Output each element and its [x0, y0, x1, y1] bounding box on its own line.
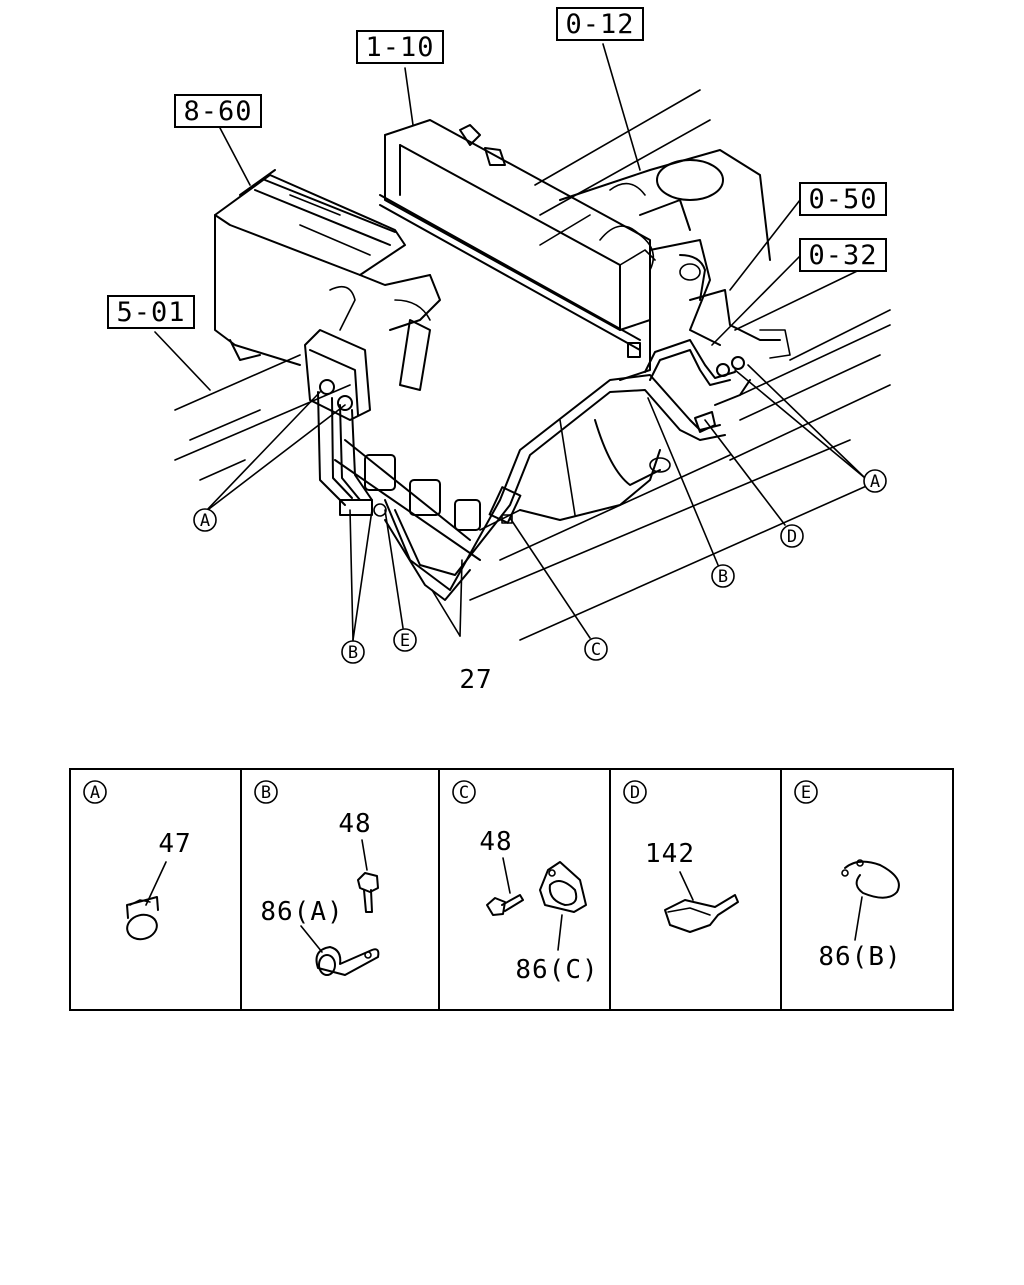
svg-text:5-01: 5-01 — [116, 297, 185, 328]
ref-box-0-50: 0-50 — [799, 182, 887, 216]
part-label-86a: 86(A) — [260, 897, 343, 927]
svg-text:C: C — [459, 783, 469, 803]
svg-text:0-12: 0-12 — [565, 9, 634, 40]
svg-text:1-10: 1-10 — [365, 32, 434, 63]
leader-lines — [154, 43, 866, 641]
detail-panel-a: A 47 — [83, 780, 191, 941]
svg-text:D: D — [787, 527, 797, 547]
svg-text:A: A — [90, 783, 100, 803]
evaporator-core — [379, 119, 656, 381]
svg-text:D: D — [630, 783, 640, 803]
svg-text:E: E — [400, 631, 410, 651]
svg-text:8-60: 8-60 — [183, 96, 252, 127]
hose-clamp-icon — [126, 896, 159, 941]
plate-bracket-icon — [664, 894, 739, 933]
part-label-48-b: 48 — [338, 809, 371, 839]
callout-d: D — [780, 524, 804, 548]
ref-box-5-01: 5-01 — [107, 295, 195, 329]
part-label-86c: 86(C) — [515, 955, 598, 985]
callout-a-right: A — [863, 469, 887, 493]
heater-connector-block — [304, 329, 371, 421]
bracket-clamp-icon — [539, 861, 587, 913]
frame-rails — [174, 89, 891, 641]
ref-box-8-60: 8-60 — [174, 94, 262, 128]
svg-text:0-32: 0-32 — [808, 240, 877, 271]
engine-block — [334, 149, 791, 561]
part-label-47: 47 — [158, 829, 191, 859]
svg-text:C: C — [591, 640, 601, 660]
panel-a-letter: A — [83, 780, 107, 804]
svg-text:E: E — [801, 783, 811, 803]
heater-unit — [214, 169, 441, 391]
panel-d-letter: D — [623, 780, 647, 804]
ref-box-1-10: 1-10 — [356, 30, 444, 64]
panel-e-letter: E — [794, 780, 818, 804]
bolt-icon — [357, 872, 379, 913]
svg-text:B: B — [348, 643, 358, 663]
wire-clip-icon — [841, 859, 900, 899]
pipe-clamp-icon — [315, 946, 380, 976]
svg-text:B: B — [261, 783, 271, 803]
callout-a-left: A — [193, 508, 217, 532]
part-label-48-c: 48 — [479, 827, 512, 857]
ref-box-0-32: 0-32 — [799, 238, 887, 272]
part-label-86b: 86(B) — [818, 942, 901, 972]
panel-b-letter: B — [254, 780, 278, 804]
detail-panel-c: 48 C 48 86(C) — [452, 780, 598, 985]
callout-b-right: B — [711, 564, 735, 588]
svg-text:B: B — [718, 567, 728, 587]
detail-panel-b: B 48 86(A) — [254, 780, 380, 976]
part-number-27: 27 — [459, 665, 492, 695]
callout-e: E — [393, 628, 417, 652]
svg-text:0-50: 0-50 — [808, 184, 877, 215]
ref-box-0-12: 0-12 — [556, 7, 644, 41]
detail-panel-d: D 142 — [623, 780, 739, 933]
bolt-icon — [486, 894, 524, 916]
callout-b-left: B — [341, 640, 365, 664]
panel-c-letter: 48 C — [452, 780, 476, 804]
svg-text:A: A — [870, 472, 880, 492]
part-label-142: 142 — [645, 839, 695, 869]
detail-panel-e: E 86(B) — [794, 780, 901, 972]
callout-c: C — [584, 637, 608, 661]
heater-hoses — [317, 339, 751, 601]
detail-table — [69, 768, 954, 1011]
svg-text:A: A — [200, 511, 210, 531]
